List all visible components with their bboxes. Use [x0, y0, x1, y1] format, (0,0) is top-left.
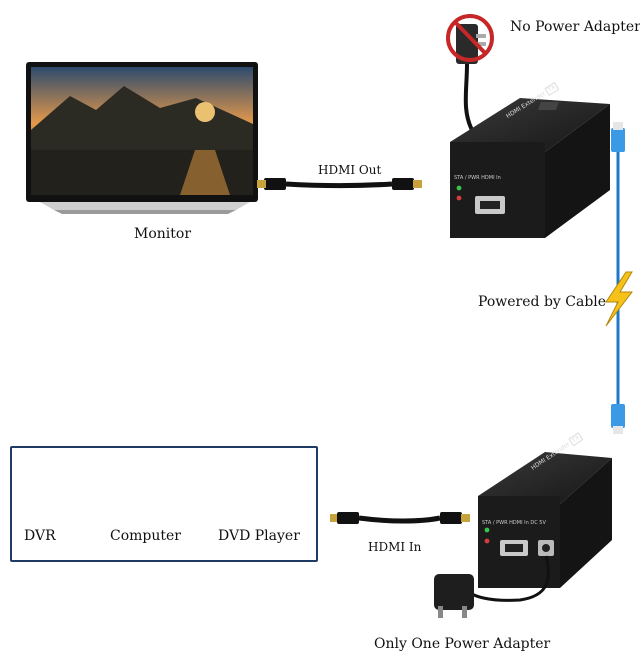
- bottom-port-labels: STA / PWR HDMI In DC 5V: [482, 520, 546, 526]
- source-devices-frame: [10, 446, 318, 562]
- power-adapter-icon: [434, 555, 550, 618]
- no-power-adapter-label: No Power Adapter: [510, 19, 640, 35]
- top-port-labels: STA / PWR HDMI In: [454, 175, 501, 181]
- bottom-extender-device: [478, 452, 612, 588]
- dvd-player-label: DVD Player: [218, 528, 300, 544]
- monitor-image: [26, 62, 258, 214]
- dvr-label: DVR: [24, 528, 56, 544]
- hdmi-out-label: HDMI Out: [318, 163, 382, 177]
- powered-by-cable-label: Powered by Cable: [478, 294, 607, 310]
- hdmi-in-label: HDMI In: [368, 540, 422, 554]
- lightning-icon: [605, 271, 634, 327]
- only-one-power-adapter-label: Only One Power Adapter: [374, 636, 551, 652]
- prohibited-icon: [446, 14, 494, 62]
- hdmi-in-cable: [330, 512, 470, 524]
- rj45-connector-icon: [611, 122, 625, 152]
- computer-label: Computer: [110, 528, 181, 544]
- no-power-adapter-icon: [456, 24, 486, 131]
- monitor-label: Monitor: [134, 226, 192, 242]
- top-extender-device: [450, 98, 610, 238]
- rj45-connector-icon: [611, 404, 625, 434]
- hdmi-out-cable: [257, 178, 422, 190]
